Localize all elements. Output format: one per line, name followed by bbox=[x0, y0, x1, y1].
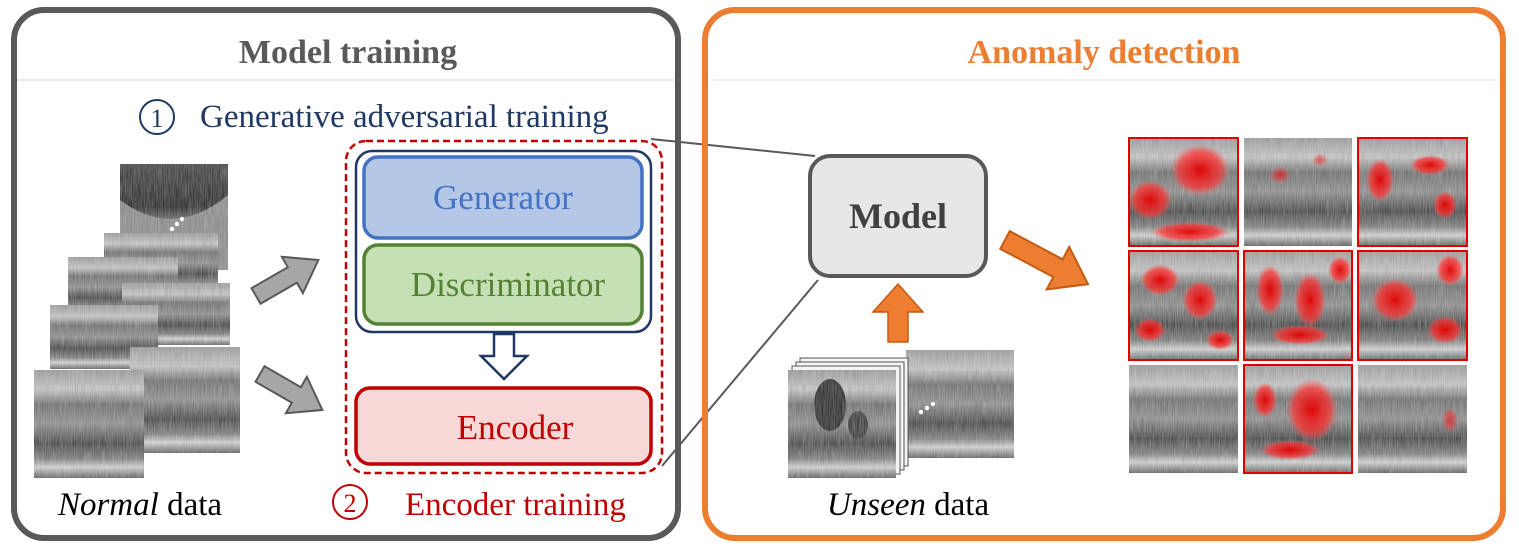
discriminator-label: Discriminator bbox=[411, 265, 606, 304]
ellipsis-dots-icon bbox=[918, 401, 936, 415]
anomaly-map-tile bbox=[1358, 365, 1467, 473]
down-arrow-icon bbox=[477, 332, 531, 381]
step1-label: Generative adversarial training bbox=[200, 99, 609, 135]
anomaly-map-tile bbox=[1128, 250, 1239, 361]
generator-label: Generator bbox=[433, 178, 573, 217]
encoder-label: Encoder bbox=[457, 408, 574, 447]
right-arrow-icon bbox=[998, 229, 1090, 291]
generator-box bbox=[362, 155, 644, 240]
model-label: Model bbox=[849, 196, 947, 236]
unseen-data-images bbox=[788, 350, 1014, 478]
anomaly-result-grid bbox=[1128, 137, 1468, 474]
anomaly-map-tile bbox=[1357, 137, 1468, 247]
anomaly-map-tile bbox=[1243, 250, 1353, 361]
oct-image bbox=[130, 347, 240, 453]
normal-data-caption: Normal data bbox=[57, 487, 222, 523]
ellipsis-dots-icon bbox=[169, 216, 185, 232]
step1-circle bbox=[139, 99, 175, 135]
discriminator-box bbox=[362, 243, 644, 326]
up-arrow-icon bbox=[871, 282, 925, 343]
encoder-training-enclosure bbox=[344, 139, 664, 475]
unseen-data-caption: Unseen data bbox=[827, 487, 990, 523]
anomaly-map-tile bbox=[1128, 137, 1239, 247]
oct-image bbox=[122, 283, 230, 345]
anomaly-detection-title: Anomaly detection bbox=[968, 34, 1241, 71]
step2-number: 2 bbox=[344, 489, 357, 518]
normal-data-images bbox=[34, 164, 240, 478]
model-training-title: Model training bbox=[239, 34, 457, 71]
anomaly-map-tile bbox=[1129, 365, 1238, 473]
gray-arrow-icon bbox=[254, 364, 324, 415]
anomaly-map-tile bbox=[1244, 138, 1352, 246]
gray-arrow-icon bbox=[250, 255, 320, 306]
anomaly-map-tile bbox=[1357, 250, 1468, 361]
connector-line bbox=[661, 279, 819, 467]
step2-label: Encoder training bbox=[405, 487, 626, 523]
encoder-box bbox=[354, 386, 653, 466]
anomaly-detection-panel: Anomaly detection Model Unseen data bbox=[702, 7, 1506, 541]
step2-circle bbox=[332, 484, 368, 520]
connector-line bbox=[650, 138, 816, 157]
model-training-panel: Model training 1 Generative adversarial … bbox=[11, 7, 681, 541]
oct-image bbox=[34, 370, 144, 478]
anomaly-map-tile bbox=[1243, 364, 1353, 474]
model-box bbox=[808, 154, 988, 278]
step1-number: 1 bbox=[151, 104, 164, 133]
